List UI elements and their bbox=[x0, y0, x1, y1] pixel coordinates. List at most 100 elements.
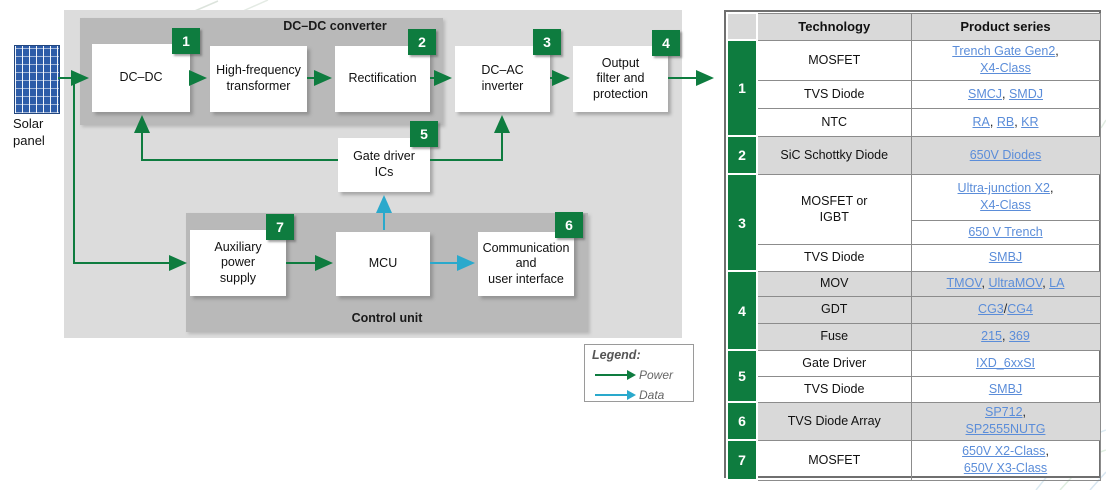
product-link[interactable]: X4-Class bbox=[980, 61, 1031, 75]
group-number-cell-6: 6 bbox=[726, 401, 758, 441]
separator-text: , bbox=[1002, 86, 1009, 101]
control-unit-group-title: Control unit bbox=[351, 311, 423, 325]
legend: Legend: Power Data bbox=[584, 344, 694, 402]
technology-cell: TVS Diode bbox=[756, 79, 912, 109]
product-link[interactable]: RB bbox=[996, 114, 1015, 129]
badge-4: 4 bbox=[652, 30, 680, 56]
technology-cell: NTC bbox=[756, 107, 912, 137]
separator-text: , bbox=[1014, 114, 1022, 129]
separator-text: , bbox=[1022, 405, 1026, 420]
product-series-cell: 650 V Trench bbox=[910, 219, 1101, 245]
legend-title: Legend: bbox=[592, 348, 641, 362]
product-series-cell: SP712, SP2555NUTG bbox=[910, 401, 1101, 441]
block-output-filter: Output filter and protection bbox=[573, 46, 668, 112]
product-link[interactable]: 650V X3-Class bbox=[963, 461, 1048, 475]
badge-3: 3 bbox=[533, 29, 561, 55]
table-corner-cell bbox=[726, 12, 758, 41]
product-link[interactable]: SMDJ bbox=[1008, 86, 1043, 101]
solar-panel-icon bbox=[14, 45, 60, 114]
product-link[interactable]: TMOV bbox=[946, 276, 982, 291]
solar-panel-label: Solar panel bbox=[13, 116, 45, 148]
product-link[interactable]: 215 bbox=[981, 329, 1003, 344]
product-link[interactable]: SMCJ bbox=[967, 86, 1003, 101]
group-number-cell-1: 1 bbox=[726, 39, 758, 137]
legend-item-power: Power bbox=[592, 368, 687, 382]
badge-6: 6 bbox=[555, 212, 583, 238]
product-link[interactable]: Trench Gate Gen2 bbox=[952, 44, 1056, 59]
product-link[interactable]: 369 bbox=[1008, 329, 1030, 344]
technology-cell: MOSFET or IGBT bbox=[756, 173, 912, 245]
separator-text: , bbox=[1049, 181, 1054, 196]
product-series-cell: 650V Diodes bbox=[910, 135, 1101, 175]
product-link[interactable]: KR bbox=[1021, 114, 1039, 129]
product-link[interactable]: X4-Class bbox=[980, 198, 1031, 212]
block-dc-ac-inverter: DC–AC inverter bbox=[455, 46, 550, 112]
table-row: 650 V Trench bbox=[727, 219, 1101, 245]
product-link[interactable]: CG3 bbox=[978, 302, 1004, 317]
technology-cell: Fuse bbox=[756, 322, 912, 351]
product-series-cell: Ultra-junction X2, X4-Class bbox=[910, 173, 1101, 221]
technology-cell: MOSFET bbox=[756, 439, 912, 481]
separator-text: , bbox=[1045, 444, 1049, 459]
group-number-cell-7: 7 bbox=[726, 439, 758, 481]
separator-text: , bbox=[1002, 329, 1009, 344]
product-link[interactable]: SP2555NUTG bbox=[965, 422, 1046, 436]
table-row: TVS Diode SMBJ bbox=[727, 375, 1101, 403]
separator-text: / bbox=[1003, 302, 1008, 317]
technology-cell: SiC Schottky Diode bbox=[756, 135, 912, 175]
technology-cell: TVS Diode bbox=[756, 375, 912, 403]
legend-item-data: Data bbox=[592, 388, 687, 402]
product-link[interactable]: 650V Diodes bbox=[969, 147, 1042, 162]
product-link[interactable]: SP712 bbox=[984, 405, 1023, 420]
block-gate-driver: Gate driver ICs bbox=[338, 138, 430, 192]
product-series-cell: Trench Gate Gen2, X4-Class bbox=[910, 39, 1101, 81]
block-aux-power: Auxiliary power supply bbox=[190, 230, 286, 296]
technology-cell: Gate Driver bbox=[756, 349, 912, 377]
product-series-column-header: Product series bbox=[910, 12, 1101, 41]
technology-cell: GDT bbox=[756, 295, 912, 324]
product-link[interactable]: 650V X2-Class bbox=[962, 444, 1046, 459]
legend-power-label: Power bbox=[639, 368, 674, 382]
product-link[interactable]: 650 V Trench bbox=[968, 224, 1043, 239]
product-link[interactable]: UltraMOV bbox=[988, 276, 1043, 291]
product-link[interactable]: LA bbox=[1049, 276, 1065, 291]
product-link[interactable]: IXD_6xxSI bbox=[975, 355, 1036, 370]
block-hf-transformer: High-frequency transformer bbox=[210, 46, 307, 112]
product-link[interactable]: SMBJ bbox=[988, 381, 1023, 396]
product-link[interactable]: Ultra-junction X2 bbox=[957, 181, 1050, 196]
product-series-cell: SMBJ bbox=[910, 375, 1101, 403]
group-number-cell-3: 3 bbox=[726, 173, 758, 272]
separator-text: , bbox=[981, 276, 989, 291]
group-number-cell-5: 5 bbox=[726, 349, 758, 403]
product-link[interactable]: CG4 bbox=[1007, 302, 1033, 317]
product-series-cell: 215, 369 bbox=[910, 322, 1101, 351]
product-series-cell: RA, RB, KR bbox=[910, 107, 1101, 137]
product-link[interactable]: RA bbox=[972, 114, 990, 129]
block-mcu: MCU bbox=[336, 232, 430, 296]
badge-2: 2 bbox=[408, 29, 436, 55]
product-series-cell: SMCJ, SMDJ bbox=[910, 79, 1101, 109]
product-series-cell: 650V X2-Class, 650V X3-Class bbox=[910, 439, 1101, 481]
technology-cell: MOSFET bbox=[756, 39, 912, 81]
separator-text: , bbox=[989, 114, 997, 129]
separator-text: , bbox=[1055, 44, 1059, 59]
dcdc-converter-group-title: DC–DC converter bbox=[283, 19, 387, 33]
product-series-cell: IXD_6xxSI bbox=[910, 349, 1101, 377]
block-comm: Communication and user interface bbox=[478, 232, 574, 296]
badge-1: 1 bbox=[172, 28, 200, 54]
group-number-cell-2: 2 bbox=[726, 135, 758, 175]
product-series-cell: SMBJ bbox=[910, 243, 1101, 272]
product-link[interactable]: SMBJ bbox=[988, 250, 1023, 265]
